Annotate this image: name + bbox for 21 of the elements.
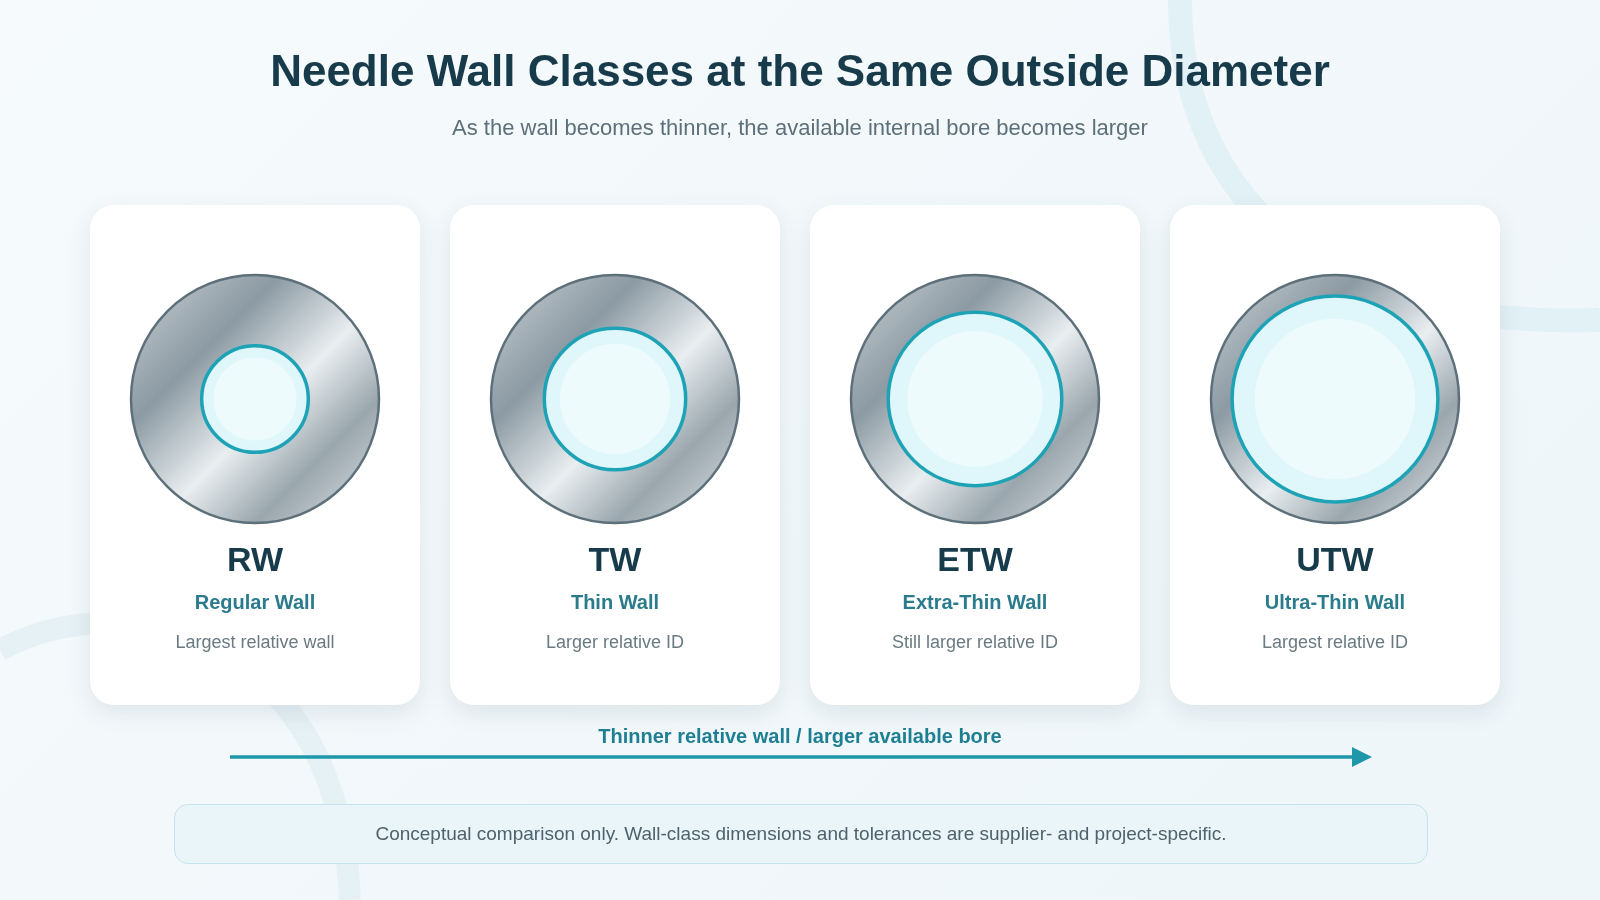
- note-text: Conceptual comparison only. Wall-class dimensions and tolerances are supplier- and project-specific.: [375, 823, 1227, 845]
- wall-class-card: [810, 205, 1140, 705]
- note-box: [174, 804, 1428, 864]
- wall-class-name: Thin Wall: [570, 591, 660, 613]
- title: Needle Wall Classes at the Same Outside Diameter: [270, 46, 1330, 95]
- wall-class-card: [1170, 205, 1500, 705]
- wall-class-name: Ultra-Thin Wall: [1264, 591, 1406, 613]
- card-description: Largest relative ID: [1261, 632, 1409, 652]
- wall-class-code: UTW: [1296, 540, 1374, 578]
- wall-class-code: RW: [227, 540, 283, 578]
- wall-class-name: Regular Wall: [194, 591, 316, 613]
- axis-caption: Thinner relative wall / larger available bore: [598, 725, 1002, 747]
- wall-class-code: ETW: [937, 540, 1013, 578]
- card-description: Larger relative ID: [545, 632, 685, 652]
- subtitle: As the wall becomes thinner, the available internal bore becomes larger: [452, 115, 1148, 140]
- wall-class-card: [450, 205, 780, 705]
- wall-class-name: Extra-Thin Wall: [902, 591, 1048, 613]
- wall-class-card: [90, 205, 420, 705]
- card-description: Largest relative wall: [175, 632, 335, 652]
- card-description: Still larger relative ID: [891, 632, 1059, 652]
- wall-class-code: TW: [588, 540, 642, 578]
